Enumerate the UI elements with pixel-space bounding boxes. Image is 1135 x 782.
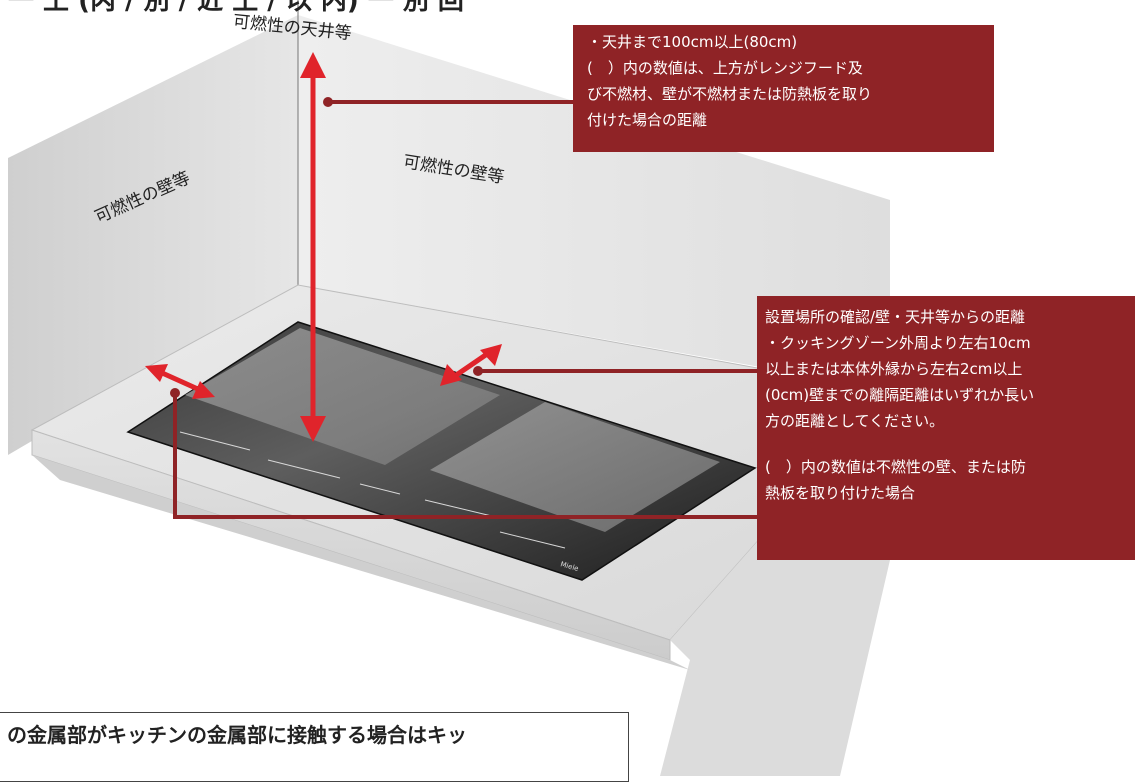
callout-line: 付けた場合の距離 [587,111,708,129]
callout-line: ( ）内の数値は不燃性の壁、または防 [765,458,1026,476]
right-side-distance-arrow [440,344,502,386]
leader-line-top [323,97,573,107]
callout-line: 方の距離としてください。 [765,412,945,430]
callout-line: 設置場所の確認/壁・天井等からの距離 [765,308,1026,326]
callout-line: ・クッキングゾーン外周より左右10cm [765,334,1031,352]
callout-line: 以上または本体外縁から左右2cm以上 [765,360,1023,378]
callout-line: び不燃材、壁が不燃材または防熱板を取り [587,85,873,103]
wall-distance-callout: 設置場所の確認/壁・天井等からの距離 ・クッキングゾーン外周より左右10cm 以… [757,296,1135,560]
ceiling-distance-callout: ・天井まで100cm以上(80cm) ( ）内の数値は、上方がレンジフード及 び… [573,25,994,152]
callout-line: ・天井まで100cm以上(80cm) [587,33,798,51]
leader-line-right-lower [170,388,757,519]
cabinet-front [32,455,690,670]
page-title: 一 土 (丙 / 別 / 近 土 / 以 内) 一 別 回 [8,0,464,16]
cooking-zone-right [430,402,720,532]
bottom-note-text: の金属部がキッチンの金属部に接触する場合はキッ [7,723,467,747]
callout-line: ( ）内の数値は、上方がレンジフード及 [587,59,863,77]
callout-line: (0cm)壁までの離隔距離はいずれか長い [765,386,1035,404]
right-wall [298,15,890,390]
leader-line-right-upper [473,366,757,376]
left-wall [8,15,298,455]
bottom-note-box: の金属部がキッチンの金属部に接触する場合はキッ [0,712,629,782]
left-side-distance-arrow [145,364,215,399]
vertical-distance-arrow [300,52,326,442]
cooking-zone-left [185,328,500,465]
callout-line: 熱板を取り付けた場合 [765,484,916,502]
